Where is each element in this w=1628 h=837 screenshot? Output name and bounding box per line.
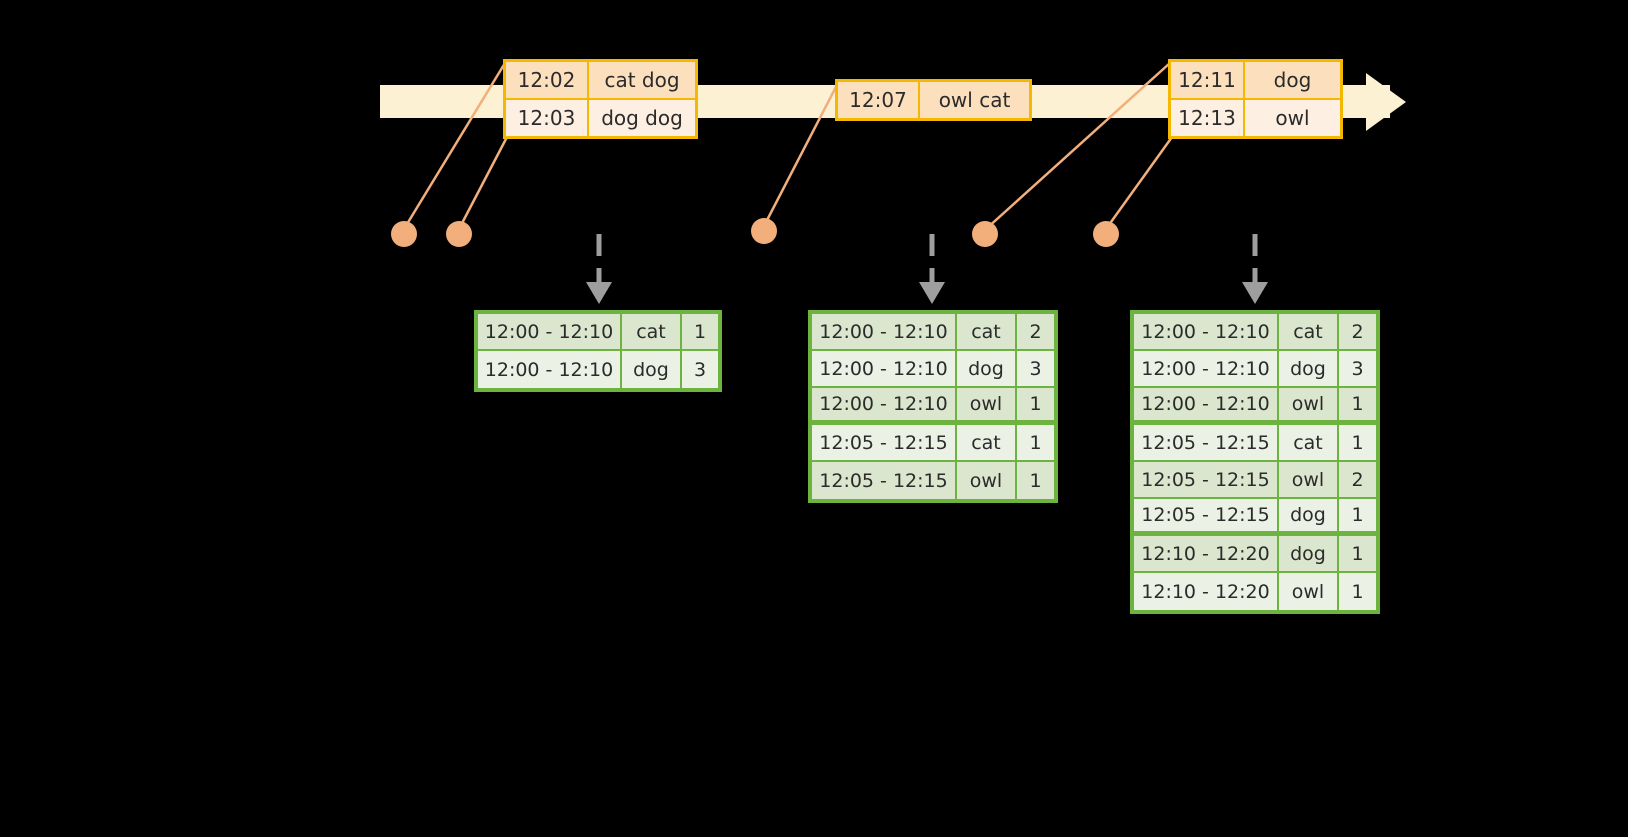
- result-key: owl: [1279, 388, 1339, 425]
- dashed-arrow-2-head-icon: [919, 282, 945, 304]
- result-count: 1: [1339, 388, 1376, 425]
- result-key: dog: [957, 351, 1017, 388]
- dashed-arrow-3-head-icon: [1242, 282, 1268, 304]
- result-key: cat: [622, 314, 682, 351]
- result-window: 12:05 - 12:15: [812, 462, 957, 499]
- event-box-3[interactable]: 12:11 dog 12:13 owl: [1168, 59, 1343, 139]
- result-key: dog: [622, 351, 682, 388]
- event-row: 12:13 owl: [1171, 98, 1340, 136]
- result-key: cat: [1279, 425, 1339, 462]
- result-count: 3: [682, 351, 718, 388]
- result-window: 12:00 - 12:10: [812, 388, 957, 425]
- result-count: 1: [1017, 462, 1054, 499]
- event-time: 12:11: [1171, 62, 1245, 98]
- result-count: 3: [1339, 351, 1376, 388]
- event-box-2[interactable]: 12:07 owl cat: [835, 79, 1032, 121]
- result-key: owl: [957, 388, 1017, 425]
- result-window: 12:00 - 12:10: [1134, 351, 1279, 388]
- result-window: 12:00 - 12:10: [812, 314, 957, 351]
- event-value: owl cat: [920, 82, 1029, 118]
- event-value: dog dog: [589, 100, 695, 136]
- event-value: owl: [1245, 100, 1340, 136]
- result-window: 12:00 - 12:10: [1134, 314, 1279, 351]
- result-key: cat: [957, 314, 1017, 351]
- event-row: 12:11 dog: [1171, 62, 1340, 98]
- result-key: cat: [957, 425, 1017, 462]
- event-time: 12:13: [1171, 100, 1245, 136]
- result-window: 12:00 - 12:10: [478, 351, 622, 388]
- event-value: cat dog: [589, 62, 695, 98]
- result-window: 12:00 - 12:10: [1134, 388, 1279, 425]
- result-count: 1: [1339, 425, 1376, 462]
- event-dot-5[interactable]: [1093, 221, 1119, 247]
- result-count: 1: [682, 314, 718, 351]
- connector-line-2: [457, 136, 509, 230]
- result-window: 12:10 - 12:20: [1134, 573, 1279, 610]
- result-window: 12:05 - 12:15: [1134, 499, 1279, 536]
- event-box-1[interactable]: 12:02 cat dog 12:03 dog dog: [503, 59, 698, 139]
- event-time: 12:02: [506, 62, 589, 98]
- result-count: 2: [1339, 314, 1376, 351]
- result-key: dog: [1279, 351, 1339, 388]
- result-count: 1: [1339, 536, 1376, 573]
- result-key: owl: [957, 462, 1017, 499]
- result-window: 12:05 - 12:15: [1134, 425, 1279, 462]
- event-row: 12:02 cat dog: [506, 62, 695, 98]
- event-time: 12:07: [838, 82, 920, 118]
- event-dot-3[interactable]: [751, 218, 777, 244]
- event-dot-1[interactable]: [391, 221, 417, 247]
- event-dot-2[interactable]: [446, 221, 472, 247]
- connector-line-5: [1104, 136, 1174, 230]
- result-key: dog: [1279, 536, 1339, 573]
- result-window: 12:00 - 12:10: [812, 351, 957, 388]
- result-count: 1: [1339, 573, 1376, 610]
- result-count: 2: [1339, 462, 1376, 499]
- result-window: 12:05 - 12:15: [812, 425, 957, 462]
- result-window: 12:05 - 12:15: [1134, 462, 1279, 499]
- event-row: 12:07 owl cat: [838, 82, 1029, 118]
- result-count: 1: [1339, 499, 1376, 536]
- dashed-arrow-1-head-icon: [586, 282, 612, 304]
- result-key: cat: [1279, 314, 1339, 351]
- event-value: dog: [1245, 62, 1340, 98]
- result-window: 12:10 - 12:20: [1134, 536, 1279, 573]
- result-count: 1: [1017, 388, 1054, 425]
- result-window: 12:00 - 12:10: [478, 314, 622, 351]
- result-key: owl: [1279, 573, 1339, 610]
- event-row: 12:03 dog dog: [506, 98, 695, 136]
- result-count: 1: [1017, 425, 1054, 462]
- result-count: 2: [1017, 314, 1054, 351]
- event-time: 12:03: [506, 100, 589, 136]
- result-count: 3: [1017, 351, 1054, 388]
- result-key: dog: [1279, 499, 1339, 536]
- timeline-arrowhead-icon: [1366, 73, 1406, 131]
- event-dot-4[interactable]: [972, 221, 998, 247]
- result-key: owl: [1279, 462, 1339, 499]
